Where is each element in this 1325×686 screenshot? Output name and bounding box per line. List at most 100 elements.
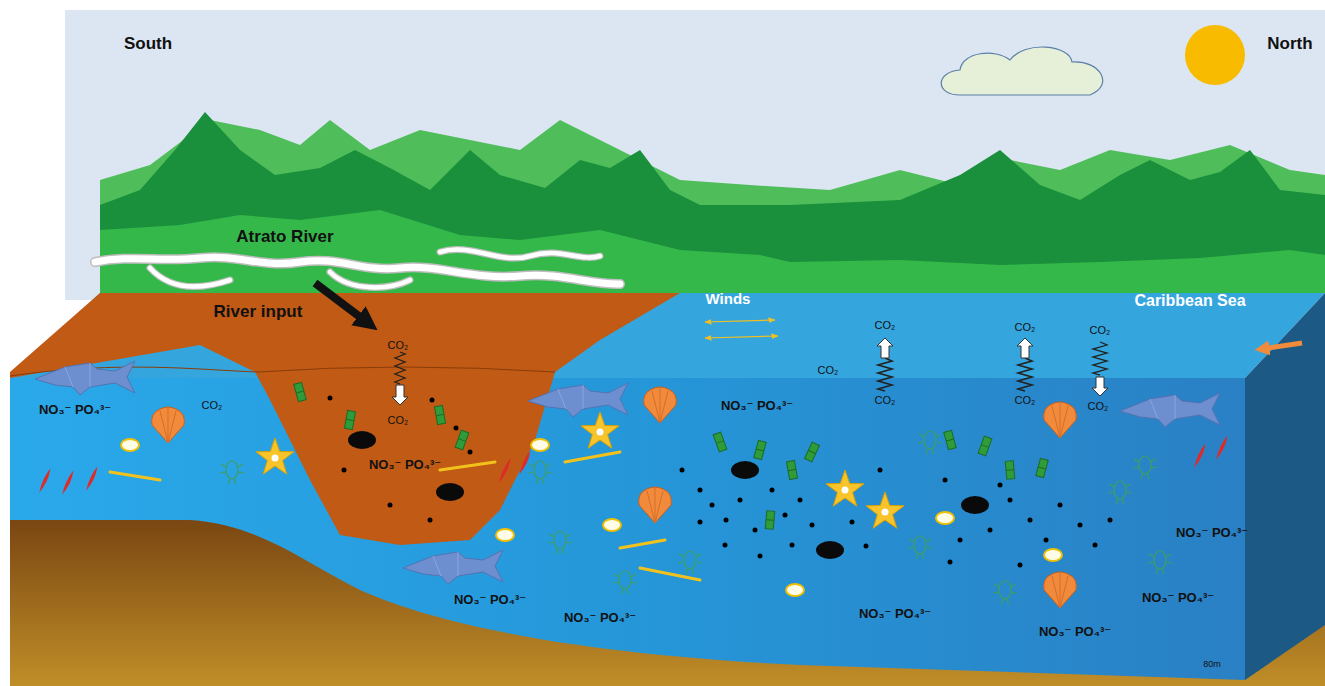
eggs (786, 584, 804, 596)
sea-floor (10, 520, 1325, 686)
squids (620, 540, 665, 548)
co2-label: CO₂ (875, 319, 896, 332)
eggs (121, 439, 1062, 596)
sky (65, 10, 1325, 300)
wind-label: Winds (706, 290, 751, 307)
diatoms (805, 442, 820, 462)
co2-label: CO₂ (1015, 394, 1036, 407)
river-name: Atrato River (236, 227, 333, 247)
co2-flux-symbols (1092, 377, 1108, 396)
nutrient-label: NO₃⁻ PO₄³⁻ (1176, 526, 1248, 541)
red-fish (1215, 435, 1230, 461)
organic-aggregates (816, 541, 844, 559)
particles (850, 520, 855, 525)
sea-name: Caribbean Sea (1134, 292, 1245, 310)
nutrient-label: NO₃⁻ PO₄³⁻ (721, 399, 793, 414)
diatoms (713, 432, 727, 452)
starfish (581, 412, 619, 448)
particles (783, 513, 788, 518)
particles (864, 544, 869, 549)
zooplankton (1108, 481, 1132, 504)
zooplankton (918, 431, 942, 454)
particles (1018, 563, 1023, 568)
organic-aggregates (961, 496, 989, 514)
particles (468, 450, 473, 455)
co2-flux-symbols (1093, 342, 1107, 375)
starfish (256, 438, 294, 474)
diatoms (294, 382, 306, 401)
eggs (531, 439, 549, 451)
zooplankton (908, 536, 932, 559)
particles (710, 503, 715, 508)
particles (342, 468, 347, 473)
particles (1058, 503, 1063, 508)
particles (988, 528, 993, 533)
co2-label: CO₂ (1015, 321, 1036, 334)
co2-flux-symbols (1018, 358, 1032, 391)
co2-label: CO₂ (1090, 324, 1111, 337)
organic-aggregates (348, 431, 989, 559)
particles (430, 398, 435, 403)
particles (758, 554, 763, 559)
nutrient-label: NO₃⁻ PO₄³⁻ (564, 611, 636, 626)
diatoms (1005, 461, 1015, 480)
wind-arrows (705, 320, 778, 338)
diatoms (754, 440, 766, 459)
starfish (866, 492, 904, 528)
eggs (603, 519, 621, 531)
particles (698, 488, 703, 493)
sharks (35, 361, 135, 395)
sharks (403, 550, 503, 584)
red-fish (61, 470, 76, 496)
particles (943, 478, 948, 483)
zooplankton (1133, 456, 1157, 479)
particles (723, 543, 728, 548)
diatoms (944, 430, 956, 449)
shells (152, 407, 185, 443)
particles (948, 560, 953, 565)
diatoms (1036, 458, 1048, 477)
particles (388, 503, 393, 508)
co2-flux-symbols (392, 338, 1108, 405)
direction-label: South (124, 34, 172, 54)
eggs (496, 529, 514, 541)
shells (644, 387, 677, 423)
co2-label: CO₂ (1088, 400, 1109, 413)
zooplankton (220, 461, 244, 484)
wind-arrows (705, 320, 775, 322)
shells (152, 387, 1077, 608)
particles (878, 468, 883, 473)
eggs (121, 439, 139, 451)
squids (440, 462, 495, 470)
particles (810, 523, 815, 528)
shells (639, 487, 672, 523)
callout-label: River input (214, 302, 303, 322)
particles (1078, 523, 1083, 528)
zooplankton (220, 431, 1172, 604)
diatoms (765, 511, 775, 530)
particles (1008, 498, 1013, 503)
co2-label: CO₂ (875, 394, 896, 407)
red-fish (38, 468, 53, 494)
organic-aggregates (436, 483, 464, 501)
squids (110, 452, 700, 580)
current-arrow (1262, 343, 1302, 349)
sea-side-face (1245, 293, 1325, 686)
particles (454, 426, 459, 431)
sharks (35, 361, 1220, 584)
particles (1093, 543, 1098, 548)
zooplankton (993, 581, 1017, 604)
co2-label: CO₂ (388, 414, 409, 427)
diatoms (978, 436, 992, 456)
river-course (95, 249, 620, 287)
sun (1185, 25, 1245, 85)
zooplankton (528, 461, 552, 484)
co2-flux-symbols (395, 352, 405, 384)
squids (565, 452, 620, 462)
particles (1028, 518, 1033, 523)
particles (738, 498, 743, 503)
particles (790, 543, 795, 548)
co2-label: CO₂ (388, 339, 409, 352)
depth-label: 80m (1203, 659, 1221, 669)
